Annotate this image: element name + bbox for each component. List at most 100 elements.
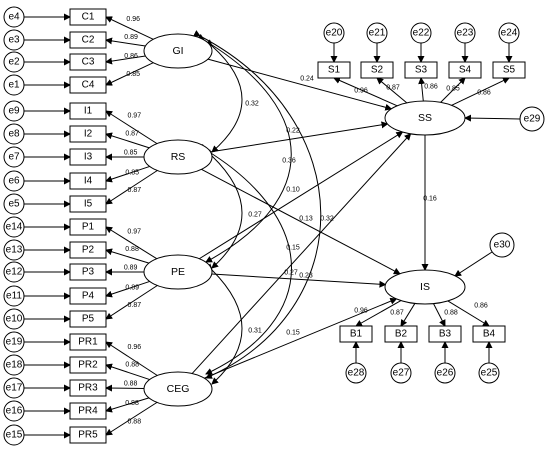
indicator-box-p1 xyxy=(69,218,107,236)
loading-value-p5: 0.87 xyxy=(128,302,142,309)
error-label-e24: e24 xyxy=(501,28,518,39)
path-value-ceg-ss: 0.27 xyxy=(284,270,298,277)
loading-arrow-i2 xyxy=(105,132,150,149)
error-term-e28 xyxy=(345,362,367,384)
error-label-e15: e15 xyxy=(6,430,23,441)
error-label-e28: e28 xyxy=(348,368,365,379)
error-term-e5 xyxy=(3,193,25,215)
indicator-box-p3 xyxy=(69,263,107,281)
error-term-e1 xyxy=(3,74,25,96)
error-term-e16 xyxy=(3,400,25,422)
error-term-e11 xyxy=(3,285,25,307)
correlation-value-rs-ceg: 0.15 xyxy=(286,245,300,252)
loading-arrow-c1 xyxy=(105,16,154,40)
indicator-label-s1: S1 xyxy=(328,65,341,76)
loading-value-c2: 0.89 xyxy=(124,34,138,41)
error-term-e26 xyxy=(434,362,456,384)
path-value-pe-is: 0.23 xyxy=(299,273,313,280)
indicator-label-i4: I4 xyxy=(84,176,93,187)
error-label-e7: e7 xyxy=(8,152,20,163)
error-term-e7 xyxy=(3,146,25,168)
loading-arrow-i4 xyxy=(105,165,150,183)
indicator-label-pr2: PR2 xyxy=(78,360,98,371)
loading-arrow-pr4 xyxy=(105,397,150,413)
indicator-label-pr5: PR5 xyxy=(78,430,98,441)
loading-arrow-i5 xyxy=(105,170,158,205)
loading-arrow-b4 xyxy=(447,300,490,327)
loading-value-p3: 0.89 xyxy=(124,265,138,272)
indicator-label-s2: S2 xyxy=(371,65,384,76)
path-ceg-is xyxy=(204,297,398,379)
indicator-box-pr3 xyxy=(69,379,107,397)
indicator-label-p2: P2 xyxy=(82,245,95,256)
covariance-gi-ceg xyxy=(193,30,322,379)
error-label-e19: e19 xyxy=(6,337,23,348)
error-label-e3: e3 xyxy=(8,35,20,46)
loading-arrow-s2 xyxy=(376,77,408,104)
loading-arrow-c3 xyxy=(105,55,146,65)
loading-arrow-pr5 xyxy=(105,401,158,436)
loading-value-i4: 0.85 xyxy=(125,169,139,176)
latent-rs xyxy=(143,139,213,175)
latent-is xyxy=(384,269,466,305)
error-term-e22 xyxy=(410,22,432,44)
error-label-e21: e21 xyxy=(369,28,386,39)
path-gi-ss xyxy=(207,58,393,111)
loading-value-b2: 0.87 xyxy=(390,310,404,317)
loading-value-i2: 0.87 xyxy=(125,130,139,137)
indicator-box-b3 xyxy=(428,325,462,343)
error-term-e25 xyxy=(478,362,500,384)
indicator-box-p2 xyxy=(69,241,107,259)
path-pe-ss xyxy=(199,131,404,260)
indicator-box-s2 xyxy=(360,61,394,79)
indicator-box-c2 xyxy=(69,31,107,49)
error-label-e22: e22 xyxy=(413,28,430,39)
latent-gi xyxy=(143,33,213,69)
error-label-e8: e8 xyxy=(8,129,20,140)
indicator-label-c3: C3 xyxy=(82,57,95,68)
loading-arrow-c4 xyxy=(105,62,154,86)
error-term-e20 xyxy=(323,22,345,44)
indicator-label-i1: I1 xyxy=(84,106,93,117)
nodes-layer: C1e4C2e3C3e2C4e1I1e9I2e8I3e7I4e6I5e5P1e1… xyxy=(3,6,545,446)
path-value-ceg-is: 0.15 xyxy=(286,330,300,337)
indicator-label-p4: P4 xyxy=(82,291,95,302)
path-value-pe-ss: 0.10 xyxy=(286,187,300,194)
loading-arrow-pr2 xyxy=(105,363,150,381)
loading-value-c1: 0.96 xyxy=(126,16,140,23)
indicator-box-p4 xyxy=(69,287,107,305)
indicator-label-i3: I3 xyxy=(84,152,93,163)
indicator-box-s3 xyxy=(404,61,438,79)
loading-value-pr4: 0.88 xyxy=(125,400,139,407)
indicator-label-c2: C2 xyxy=(82,35,95,46)
latent-label-is: IS xyxy=(420,281,430,293)
indicator-label-p3: P3 xyxy=(82,267,95,278)
error-label-e6: e6 xyxy=(8,176,20,187)
error-label-e10: e10 xyxy=(6,314,23,325)
coefficient-labels-layer: 0.960.890.860.850.970.870.850.850.870.97… xyxy=(124,16,491,426)
loading-arrow-s4 xyxy=(440,77,466,103)
error-label-e12: e12 xyxy=(6,267,23,278)
indicator-label-b3: B3 xyxy=(439,329,452,340)
loading-value-c4: 0.85 xyxy=(126,71,140,78)
latent-ss xyxy=(384,100,466,136)
indicator-label-p1: P1 xyxy=(82,222,95,233)
error-term-e24 xyxy=(498,22,520,44)
loading-value-s1: 0.96 xyxy=(354,88,368,95)
path-rs-is xyxy=(201,168,401,275)
latent-ceg xyxy=(143,371,213,407)
indicator-box-s5 xyxy=(492,61,526,79)
correlation-value-pe-ceg: 0.31 xyxy=(248,328,262,335)
error-label-e17: e17 xyxy=(6,383,23,394)
covariance-gi-rs xyxy=(205,39,243,153)
loading-arrow-c2 xyxy=(105,37,146,47)
path-value-ss-is: 0.16 xyxy=(423,196,437,203)
indicator-label-i5: I5 xyxy=(84,199,93,210)
error-term-e13 xyxy=(3,239,25,261)
loading-arrow-s3 xyxy=(418,77,426,102)
latent-pe xyxy=(143,254,213,290)
indicator-box-b4 xyxy=(472,325,506,343)
loading-value-b1: 0.96 xyxy=(354,308,368,315)
error-label-e5: e5 xyxy=(8,199,20,210)
indicator-box-pr2 xyxy=(69,356,107,374)
